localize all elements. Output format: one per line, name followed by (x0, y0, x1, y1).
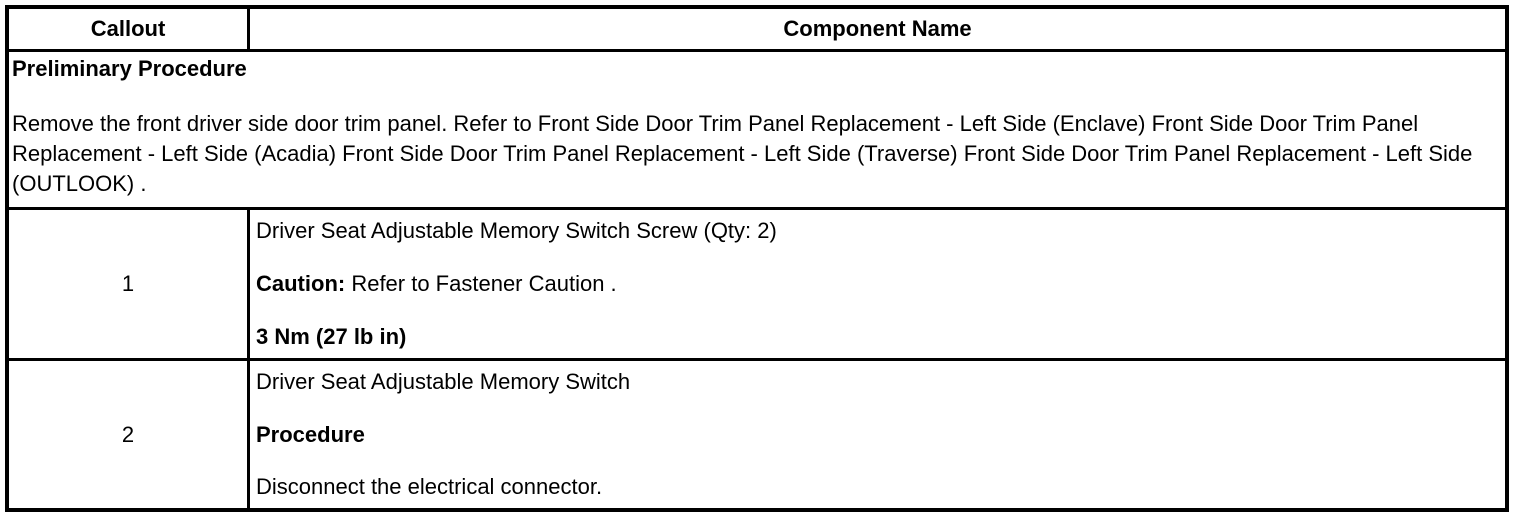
callout-component-table: Callout Component Name Preliminary Proce… (5, 5, 1509, 512)
preliminary-procedure-text: Remove the front driver side door trim p… (12, 111, 1473, 196)
component-name-text: Driver Seat Adjustable Memory Switch (256, 369, 631, 394)
callout-number-1: 1 (9, 210, 250, 358)
preliminary-procedure-title: Preliminary Procedure (12, 56, 247, 81)
table-row-2: 2 Driver Seat Adjustable Memory Switch P… (9, 361, 1505, 508)
procedure-instruction: Disconnect the electrical connector. (256, 474, 603, 499)
caution-label: Caution: (256, 271, 346, 296)
table-row-1: 1 Driver Seat Adjustable Memory Switch S… (9, 210, 1505, 361)
callout-number-2: 2 (9, 361, 250, 508)
component-cell-1: Driver Seat Adjustable Memory Switch Scr… (250, 210, 1505, 358)
caution-line: Caution: Refer to Fastener Caution . (256, 272, 1497, 296)
caution-text: Refer to Fastener Caution . (345, 271, 617, 296)
preliminary-procedure-row: Preliminary Procedure Remove the front d… (9, 52, 1505, 210)
torque-spec: 3 Nm (27 lb in) (256, 324, 407, 349)
procedure-label: Procedure (256, 421, 365, 447)
component-name-text: Driver Seat Adjustable Memory Switch Scr… (256, 218, 777, 243)
component-cell-2: Driver Seat Adjustable Memory Switch Pro… (250, 361, 1505, 508)
table-header-row: Callout Component Name (9, 9, 1505, 52)
header-component-name: Component Name (783, 16, 972, 41)
header-callout: Callout (9, 9, 250, 49)
